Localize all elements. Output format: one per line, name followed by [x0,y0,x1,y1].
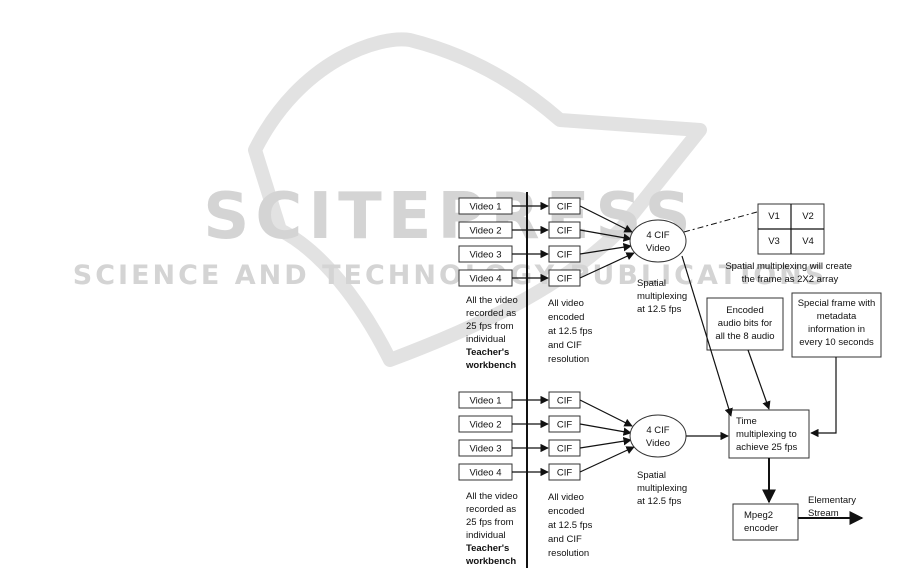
svg-text:Encoded: Encoded [726,305,764,316]
svg-text:Video 2: Video 2 [469,226,501,237]
source-note: All the video recorded as 25 fps from in… [465,295,520,371]
svg-text:CIF: CIF [557,420,573,431]
arrow [810,357,837,438]
svg-text:Video 4: Video 4 [469,468,501,479]
svg-text:CIF: CIF [557,274,573,285]
group-1: Video 1 Video 2 Video 3 Video 4 CIF CIF … [458,197,690,371]
cif-box: CIF [548,245,581,263]
video-box: Video 2 [458,415,513,433]
svg-text:multiplexing to: multiplexing to [736,429,797,440]
output-label: Elementary Stream [808,495,859,519]
svg-text:Video 3: Video 3 [469,444,501,455]
grid-cell: V2 [802,211,814,222]
mux-ellipse: 4 CIF Video [629,414,687,458]
group-2: Video 1 Video 2 Video 3 Video 4 CIF CIF … [458,391,690,567]
svg-text:CIF: CIF [557,226,573,237]
watermark-logo: SCITEPRESS [203,180,696,254]
frame-grid: V1 V2 V3 V4 [757,203,825,255]
svg-text:metadata: metadata [817,311,857,322]
svg-text:4 CIF: 4 CIF [646,230,669,241]
video-box: Video 3 [458,439,513,457]
mpeg2-encoder-box: Mpeg2 encoder [732,503,799,541]
svg-text:encoder: encoder [744,523,778,534]
grid-dashed-link [683,211,758,233]
svg-text:audio bits for: audio bits for [718,318,772,329]
video-box: Video 1 [458,391,513,409]
svg-text:Video 4: Video 4 [469,274,501,285]
cif-box: CIF [548,197,581,215]
svg-text:Time: Time [736,416,757,427]
video-box: Video 4 [458,269,513,287]
svg-text:CIF: CIF [557,202,573,213]
svg-text:Video 1: Video 1 [469,202,501,213]
time-mux-box: Time multiplexing to achieve 25 fps [728,409,810,459]
arrow [579,229,632,242]
cif-box: CIF [548,391,581,409]
source-note: All the video recorded as 25 fps from in… [465,491,520,567]
cif-box: CIF [548,221,581,239]
svg-text:Video: Video [646,243,670,254]
watermark-tagline: SCIENCE AND TECHNOLOGY PUBLICATIONS [73,260,827,291]
svg-text:Special frame with: Special frame with [798,298,876,309]
video-box: Video 1 [458,197,513,215]
arrow [747,349,771,410]
svg-text:Mpeg2: Mpeg2 [744,510,773,521]
svg-text:Video 3: Video 3 [469,250,501,261]
encode-note: All video encoded at 12.5 fps and CIF re… [548,298,595,365]
audio-box: Encoded audio bits for all the 8 audio [706,297,784,351]
arrow [579,252,635,279]
encode-note: All video encoded at 12.5 fps and CIF re… [548,492,595,559]
svg-text:4 CIF: 4 CIF [646,425,669,436]
svg-text:CIF: CIF [557,468,573,479]
arrow [579,423,632,436]
special-frame-box: Special frame with metadata information … [791,292,882,358]
arrow [579,205,633,233]
arrow [579,446,635,473]
svg-text:information in: information in [808,324,865,335]
svg-text:CIF: CIF [557,250,573,261]
grid-cell: V4 [802,236,814,247]
spatial-note: Spatial multiplexing at 12.5 fps [637,470,690,507]
svg-text:CIF: CIF [557,396,573,407]
watermark: SCITEPRESS SCIENCE AND TECHNOLOGY PUBLIC… [73,32,827,367]
cif-box: CIF [548,415,581,433]
mux-ellipse: 4 CIF Video [629,219,687,263]
grid-cell: V1 [768,211,780,222]
arrow [681,255,733,417]
svg-text:Video: Video [646,438,670,449]
arrow [579,399,633,427]
cif-box: CIF [548,269,581,287]
grid-caption: Spatial multiplexing will create the fra… [725,261,854,285]
watermark-book-icon [248,32,707,367]
svg-text:achieve 25 fps: achieve 25 fps [736,442,798,453]
svg-text:CIF: CIF [557,444,573,455]
grid-cell: V3 [768,236,780,247]
arrow [579,437,632,449]
cif-box: CIF [548,439,581,457]
video-box: Video 2 [458,221,513,239]
arrow [579,243,632,255]
svg-text:all the 8 audio: all the 8 audio [715,331,774,342]
video-box: Video 4 [458,463,513,481]
video-box: Video 3 [458,245,513,263]
cif-box: CIF [548,463,581,481]
svg-text:every 10 seconds: every 10 seconds [799,337,874,348]
spatial-note: Spatial multiplexing at 12.5 fps [637,278,690,315]
svg-text:Video 1: Video 1 [469,396,501,407]
svg-text:Video 2: Video 2 [469,420,501,431]
